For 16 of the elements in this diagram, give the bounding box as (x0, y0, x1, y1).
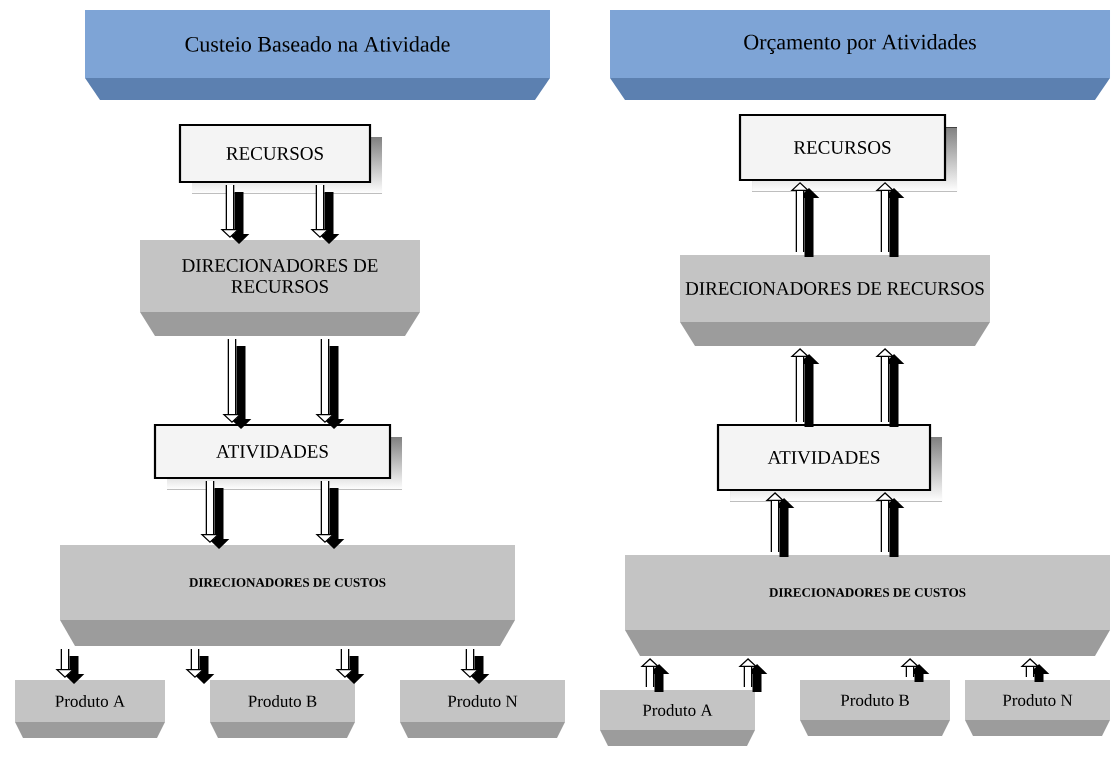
title-banner: Orçamento por Atividades (610, 10, 1110, 100)
product-box: Produto A (600, 690, 755, 746)
driver-box: DIRECIONADORES DE RECURSOS (680, 255, 990, 346)
product-box: Produto N (965, 680, 1110, 736)
driver-box: DIRECIONADORES DE CUSTOS (625, 555, 1110, 656)
product-box: Produto B (800, 680, 950, 736)
process-box: ATIVIDADES (153, 423, 402, 490)
title-banner: Custeio Baseado na Atividade (85, 10, 550, 100)
product-box: Produto A (15, 680, 165, 738)
process-box: ATIVIDADES (716, 423, 942, 502)
product-box: Produto B (210, 680, 355, 738)
product-box: Produto N (400, 680, 565, 738)
driver-box: DIRECIONADORES DE CUSTOS (60, 545, 515, 646)
process-box: RECURSOS (178, 123, 382, 194)
process-box: RECURSOS (738, 113, 957, 192)
driver-box: DIRECIONADORES DE RECURSOS (140, 240, 420, 336)
